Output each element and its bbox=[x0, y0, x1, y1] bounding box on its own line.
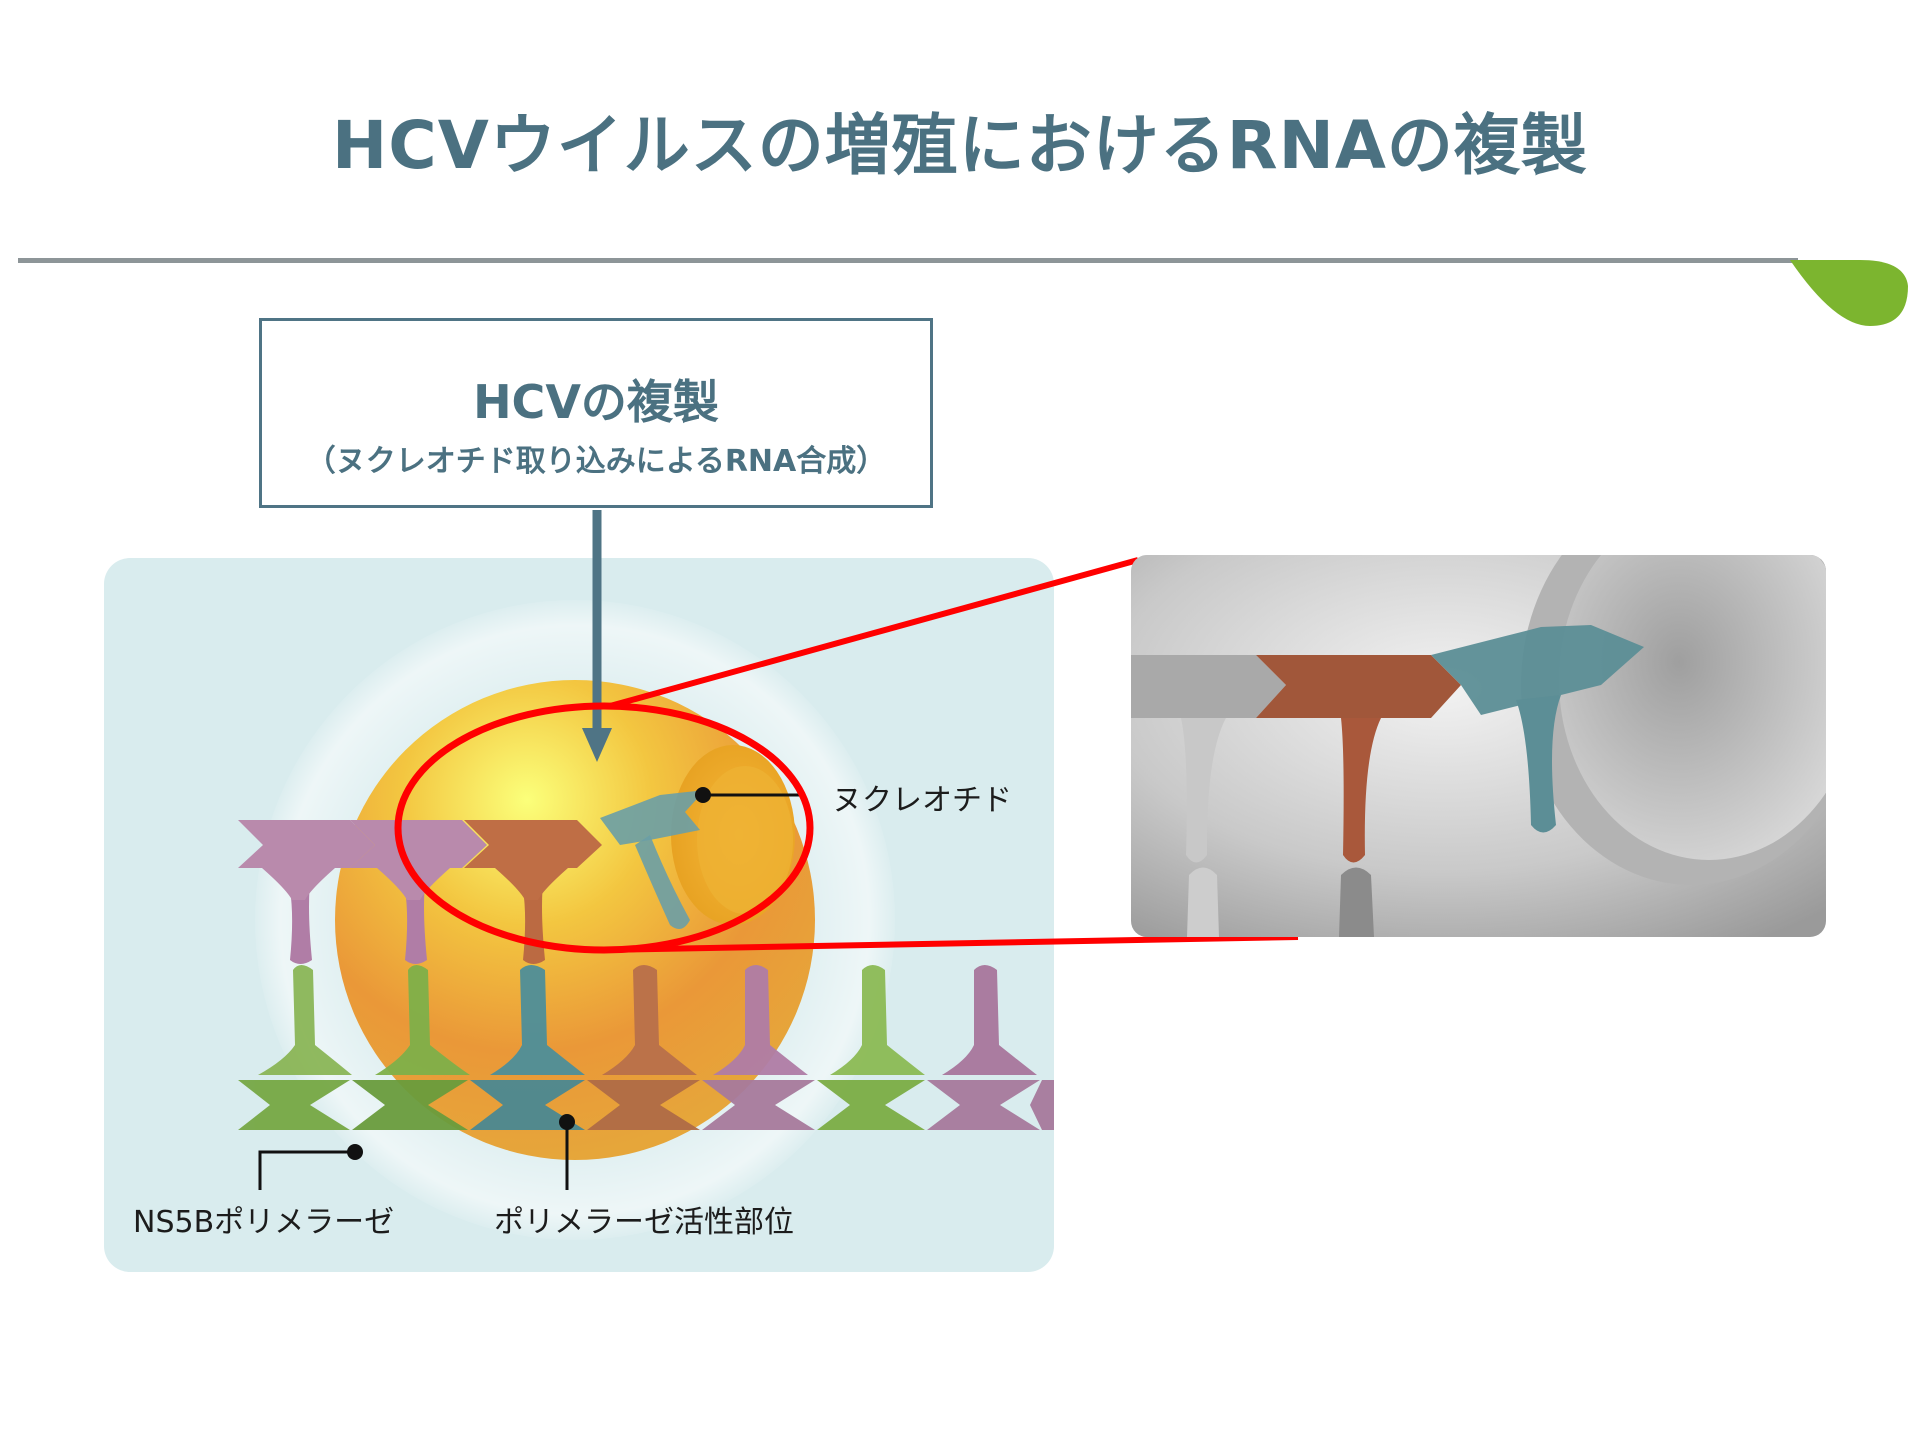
box-title: HCVの複製 bbox=[473, 375, 719, 429]
page-title: HCVウイルスの増殖におけるRNAの複製 bbox=[332, 107, 1588, 184]
label-ns5b-polymerase: NS5Bポリメラーゼ bbox=[133, 1205, 395, 1240]
leaf-accent-icon bbox=[1790, 260, 1908, 326]
label-nucleotide: ヌクレオチド bbox=[832, 783, 1012, 818]
zoom-detail-illustration bbox=[1131, 555, 1826, 937]
nascent-strand bbox=[238, 790, 705, 964]
template-strand bbox=[238, 965, 1054, 1130]
divider-line bbox=[18, 258, 1798, 263]
replication-label-box: HCVの複製 （ヌクレオチド取り込みによるRNA合成） bbox=[259, 318, 933, 508]
zoom-detail-panel bbox=[1131, 555, 1826, 937]
box-subtitle: （ヌクレオチド取り込みによるRNA合成） bbox=[305, 444, 887, 479]
label-active-site: ポリメラーゼ活性部位 bbox=[494, 1205, 794, 1240]
